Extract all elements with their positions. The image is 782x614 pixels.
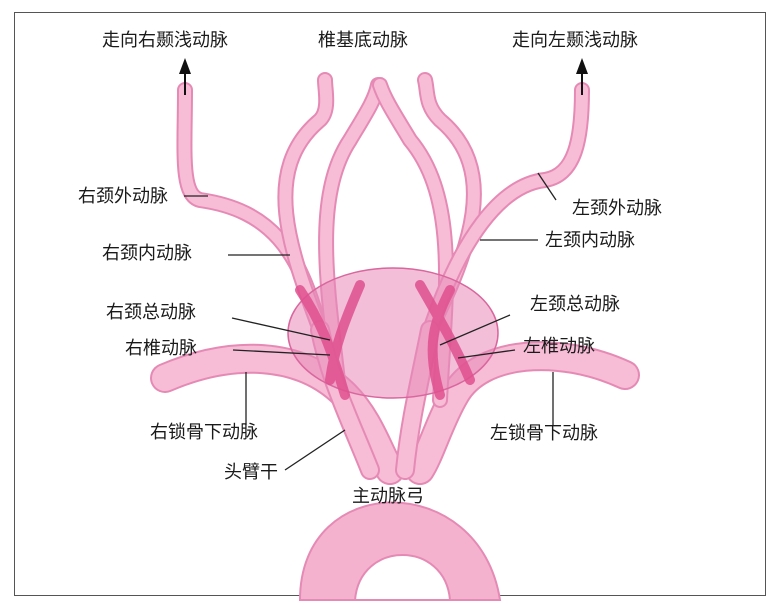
label-right-external-carotid: 右颈外动脉 (78, 188, 168, 206)
label-basilar-artery: 椎基底动脉 (318, 32, 408, 50)
label-brachiocephalic-trunk: 头臂干 (224, 464, 278, 482)
label-to-right-superficial-temporal: 走向右颞浅动脉 (102, 32, 228, 50)
label-right-common-carotid: 右颈总动脉 (106, 304, 196, 322)
label-to-left-superficial-temporal: 走向左颞浅动脉 (512, 32, 638, 50)
label-left-vertebral: 左椎动脉 (523, 338, 595, 356)
label-aortic-arch: 主动脉弓 (352, 488, 424, 506)
label-left-subclavian: 左锁骨下动脉 (490, 425, 598, 443)
label-left-internal-carotid: 左颈内动脉 (545, 232, 635, 250)
label-right-internal-carotid: 右颈内动脉 (102, 245, 192, 263)
label-right-vertebral: 右椎动脉 (125, 340, 197, 358)
label-left-common-carotid: 左颈总动脉 (530, 296, 620, 314)
aortic-arch (300, 503, 500, 601)
label-right-subclavian: 右锁骨下动脉 (150, 424, 258, 442)
label-left-external-carotid: 左颈外动脉 (572, 200, 662, 218)
